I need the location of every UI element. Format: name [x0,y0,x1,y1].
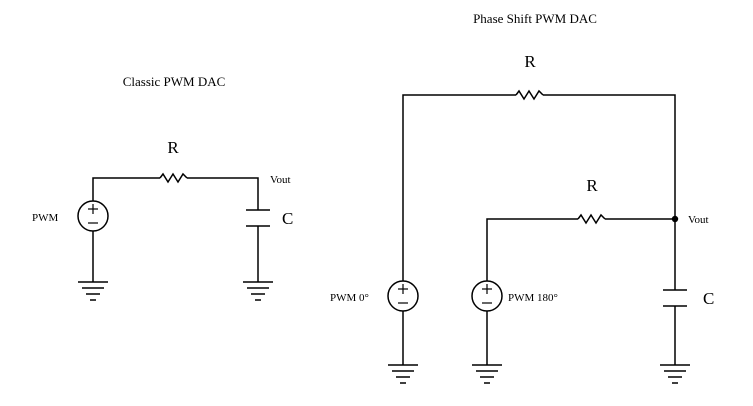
phase-shift-output-label: Vout [688,214,709,226]
classic-wire [92,177,160,201]
classic-resistor-label: R [167,138,179,157]
phase-shift-voltage-source-0-icon [387,280,419,312]
phase-shift-pwm-dac: Phase Shift PWM DAC R R Vout P [330,11,714,384]
ground-icon [472,364,502,384]
phase-shift-resistor-mid-label: R [586,176,598,195]
classic-wire [187,177,259,210]
phase-shift-resistor-top [515,89,544,101]
phase-shift-source-180-label: PWM 180° [508,292,558,304]
phase-shift-wire [486,218,578,281]
classic-output-label: Vout [270,174,291,186]
ground-icon [243,281,273,301]
phase-shift-capacitor-icon [663,289,687,307]
ground-icon [388,364,418,384]
phase-shift-voltage-source-180-icon [471,280,503,312]
phase-shift-capacitor-label: C [703,289,714,308]
phase-shift-title: Phase Shift PWM DAC [473,11,597,26]
classic-capacitor-label: C [282,209,293,228]
phase-shift-resistor-mid [577,213,606,225]
phase-shift-source-0-label: PWM 0° [330,292,369,304]
junction-dot-icon [671,215,679,223]
phase-shift-wire [543,94,676,290]
classic-pwm-dac: Classic PWM DAC R PWM Vout C [32,74,293,301]
classic-title: Classic PWM DAC [123,74,226,89]
phase-shift-resistor-top-label: R [524,52,536,71]
ground-icon [660,364,690,384]
ground-icon [78,281,108,301]
classic-capacitor-icon [246,209,270,227]
classic-voltage-source-icon [77,200,109,232]
phase-shift-wire [402,94,516,281]
classic-source-label: PWM [32,212,59,224]
classic-resistor [159,172,188,184]
